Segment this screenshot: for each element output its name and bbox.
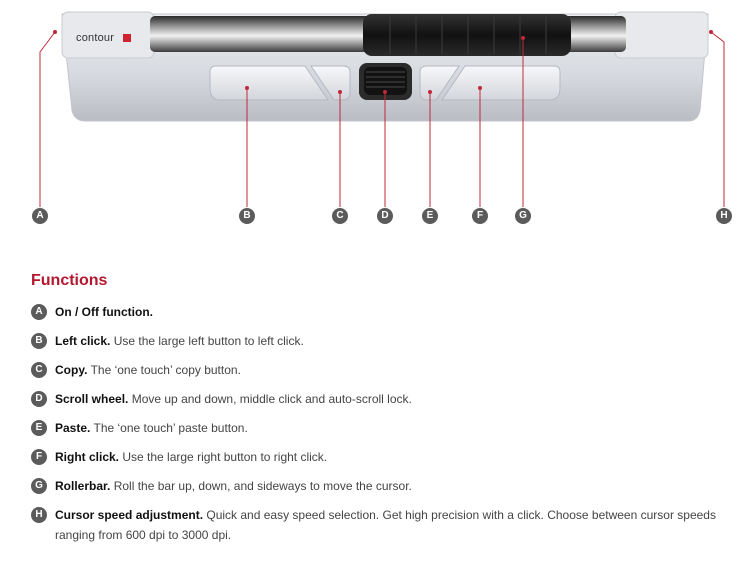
function-item-a: A On / Off function. — [31, 302, 731, 322]
dot-b — [245, 86, 249, 90]
function-title: Cursor speed adjustment. — [55, 508, 204, 522]
badge-b: B — [31, 333, 47, 349]
function-text: Roll the bar up, down, and sideways to m… — [113, 479, 412, 493]
contour-logo-text: contour — [76, 32, 115, 44]
leader-line-h — [710, 31, 725, 207]
callout-a: A — [32, 208, 48, 224]
badge-e: E — [31, 420, 47, 436]
function-title: Paste. — [55, 421, 91, 435]
function-item-d: D Scroll wheel. Move up and down, middle… — [31, 389, 731, 409]
callout-d: D — [377, 208, 393, 224]
function-title: On / Off function. — [55, 305, 153, 319]
function-text: The ‘one touch’ copy button. — [90, 363, 241, 377]
badge-c: C — [31, 362, 47, 378]
function-text: Use the large left button to left click. — [113, 334, 304, 348]
dot-a — [53, 30, 57, 34]
dot-f — [478, 86, 482, 90]
function-text: The ‘one touch’ paste button. — [93, 421, 248, 435]
function-item-f: F Right click. Use the large right butto… — [31, 447, 731, 467]
contour-logo-mark — [123, 34, 131, 42]
functions-heading: Functions — [31, 272, 108, 289]
rollermouse-illustration — [39, 11, 725, 207]
badge-f: F — [31, 449, 47, 465]
left-click-button — [209, 65, 329, 101]
function-title: Copy. — [55, 363, 88, 377]
device-figure: contour A B C D E F G H — [0, 0, 740, 235]
dot-d — [383, 90, 387, 94]
dot-g — [521, 36, 525, 40]
function-item-h: H Cursor speed adjustment. Quick and eas… — [31, 505, 731, 545]
function-text: Quick and easy speed selection. Get high… — [55, 508, 716, 542]
dot-h — [709, 30, 713, 34]
dot-c — [338, 90, 342, 94]
function-text: Use the large right button to right clic… — [122, 450, 328, 464]
leader-line-a — [39, 31, 56, 207]
callout-c: C — [332, 208, 348, 224]
function-text: Move up and down, middle click and auto-… — [131, 392, 412, 406]
callout-e: E — [422, 208, 438, 224]
function-title: Right click. — [55, 450, 120, 464]
roller-grip — [363, 14, 571, 56]
callout-f: F — [472, 208, 488, 224]
badge-a: A — [31, 304, 47, 320]
function-item-b: B Left click. Use the large left button … — [31, 331, 731, 351]
callout-b: B — [239, 208, 255, 224]
callout-h: H — [716, 208, 732, 224]
badge-d: D — [31, 391, 47, 407]
scroll-wheel — [364, 67, 407, 95]
functions-list: A On / Off function. B Left click. Use t… — [31, 302, 731, 554]
right-click-button — [441, 65, 561, 101]
function-item-c: C Copy. The ‘one touch’ copy button. — [31, 360, 731, 380]
function-item-e: E Paste. The ‘one touch’ paste button. — [31, 418, 731, 438]
function-title: Left click. — [55, 334, 111, 348]
badge-h: H — [31, 507, 47, 523]
function-title: Scroll wheel. — [55, 392, 129, 406]
right-end-cap — [614, 11, 709, 59]
badge-g: G — [31, 478, 47, 494]
dot-e — [428, 90, 432, 94]
function-title: Rollerbar. — [55, 479, 111, 493]
callout-g: G — [515, 208, 531, 224]
function-item-g: G Rollerbar. Roll the bar up, down, and … — [31, 476, 731, 496]
